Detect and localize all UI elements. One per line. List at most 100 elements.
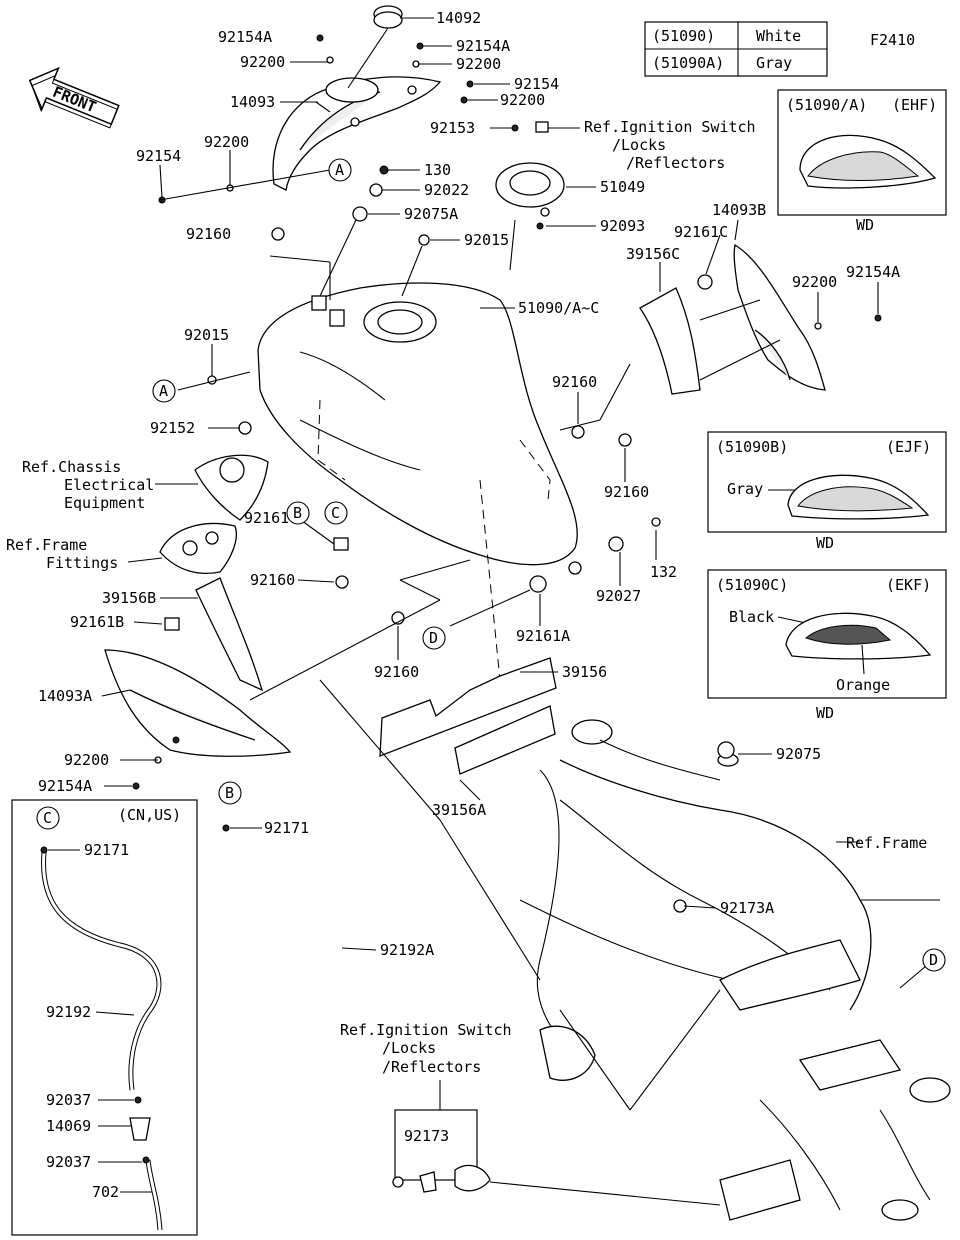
- part-label: 92154A: [456, 37, 510, 55]
- variant-box-ejf: (51090B) (EJF) Gray WD: [707, 431, 947, 552]
- part-label: 92161C: [674, 223, 728, 241]
- svg-text:WD: WD: [816, 704, 834, 722]
- figure-code: F2410: [870, 31, 915, 49]
- part-label: 92173: [404, 1127, 449, 1145]
- variant-callout-gray: Gray: [727, 480, 763, 498]
- color-name-0: White: [756, 27, 801, 45]
- pad-39156A: [454, 705, 556, 775]
- pad-39156C: [639, 287, 701, 395]
- part-label: 92154: [136, 147, 181, 165]
- cover-14093: [272, 76, 442, 191]
- circle-markers: A A B C D B C D: [36, 158, 946, 972]
- circle-ref-c-2: C: [43, 809, 52, 827]
- filler-51049: [495, 121, 565, 217]
- variant-box-ekf: (51090C) (EKF) Black Orange WD: [707, 569, 947, 722]
- part-label: 92192A: [380, 941, 434, 959]
- part-label: 92160: [250, 571, 295, 589]
- svg-text:(51090/A): (51090/A): [786, 96, 867, 114]
- part-label: 92160: [186, 225, 231, 243]
- part-label: 39156A: [432, 801, 486, 819]
- inset-region: (CN,US): [118, 806, 181, 824]
- svg-text:WD: WD: [856, 216, 874, 234]
- circle-ref-b-2: B: [225, 784, 234, 802]
- part-label: 92154: [514, 75, 559, 93]
- part-label: 92161A: [516, 627, 570, 645]
- part-label: 92200: [204, 133, 249, 151]
- part-label: 92160: [604, 483, 649, 501]
- variant-callout-orange: Orange: [836, 676, 890, 694]
- part-label: 92022: [424, 181, 469, 199]
- part-label: 92200: [500, 91, 545, 109]
- leader-lines: [48, 17, 927, 1193]
- part-label: 14093: [230, 93, 275, 111]
- part-label: 92200: [240, 53, 285, 71]
- svg-text:WD: WD: [816, 534, 834, 552]
- part-label: 92015: [464, 231, 509, 249]
- svg-text:Ref.Ignition Switch: Ref.Ignition Switch: [340, 1021, 512, 1039]
- part-label: 92171: [84, 841, 129, 859]
- part-label: 92153: [430, 119, 475, 137]
- svg-text:/Reflectors: /Reflectors: [382, 1058, 481, 1076]
- part-label: 92154A: [846, 263, 900, 281]
- part-label: 92037: [46, 1153, 91, 1171]
- svg-text:/Reflectors: /Reflectors: [626, 154, 725, 172]
- part-label: 92200: [64, 751, 109, 769]
- part-label: 132: [650, 563, 677, 581]
- fuel-tank-51090: [257, 282, 582, 681]
- circle-ref-b: B: [293, 504, 302, 522]
- svg-text:(EKF): (EKF): [886, 576, 931, 594]
- part-label: 14093B: [712, 201, 766, 219]
- cover-14093B: [697, 243, 826, 391]
- part-label: 14093A: [38, 687, 92, 705]
- front-arrow-icon: FRONT: [28, 66, 120, 129]
- bracket-92173: [392, 1109, 721, 1206]
- part-label: 92093: [600, 217, 645, 235]
- hardware: [132, 34, 882, 913]
- part-label: 92075A: [404, 205, 458, 223]
- svg-text:Ref.Frame: Ref.Frame: [846, 834, 927, 852]
- part-label: 39156: [562, 663, 607, 681]
- svg-text:Equipment: Equipment: [64, 494, 145, 512]
- part-label: 130: [424, 161, 451, 179]
- part-label: 92192: [46, 1003, 91, 1021]
- circle-ref-a: A: [335, 161, 344, 179]
- circle-ref-d-2: D: [929, 951, 938, 969]
- svg-text:Ref.Frame: Ref.Frame: [6, 536, 87, 554]
- svg-text:/Locks: /Locks: [382, 1039, 436, 1057]
- pad-39156B: [195, 577, 264, 692]
- circle-ref-a-2: A: [159, 382, 168, 400]
- part-label: 14092: [436, 9, 481, 27]
- cover-14093A: [104, 617, 292, 757]
- chassis-bracket: [194, 454, 269, 521]
- frame-fitting-bracket: [159, 522, 237, 575]
- color-code-1: (51090A): [652, 54, 724, 72]
- part-labels: 14092 92154A 92200 92154A 92200 14093 92…: [38, 9, 900, 1201]
- part-label: 92160: [374, 663, 419, 681]
- color-name-1: Gray: [756, 54, 792, 72]
- part-label: 92152: [150, 419, 195, 437]
- ref-labels: Ref.Ignition Switch /Locks /Reflectors R…: [6, 118, 927, 1076]
- part-label: 51049: [600, 178, 645, 196]
- part-label: 92154A: [38, 777, 92, 795]
- svg-text:(EJF): (EJF): [886, 438, 931, 456]
- part-label: 92037: [46, 1091, 91, 1109]
- part-label: 92200: [792, 273, 837, 291]
- part-label: 92027: [596, 587, 641, 605]
- variant-box-ehf: (51090/A) (EHF) WD: [777, 89, 947, 234]
- svg-text:(51090B): (51090B): [716, 438, 788, 456]
- part-label: 92160: [552, 373, 597, 391]
- part-label: 51090/A~C: [518, 299, 599, 317]
- part-label: 92161B: [70, 613, 124, 631]
- circle-ref-c: C: [331, 504, 340, 522]
- part-label: 92161: [244, 509, 289, 527]
- variant-callout-black: Black: [729, 608, 774, 626]
- svg-text:Ref.Chassis: Ref.Chassis: [22, 458, 121, 476]
- svg-text:Ref.Ignition Switch: Ref.Ignition Switch: [584, 118, 756, 136]
- part-label: 92075: [776, 745, 821, 763]
- circle-ref-d: D: [429, 629, 438, 647]
- part-label: 92200: [456, 55, 501, 73]
- part-label: 39156C: [626, 245, 680, 263]
- frame: [519, 719, 951, 1221]
- svg-text:/Locks: /Locks: [612, 136, 666, 154]
